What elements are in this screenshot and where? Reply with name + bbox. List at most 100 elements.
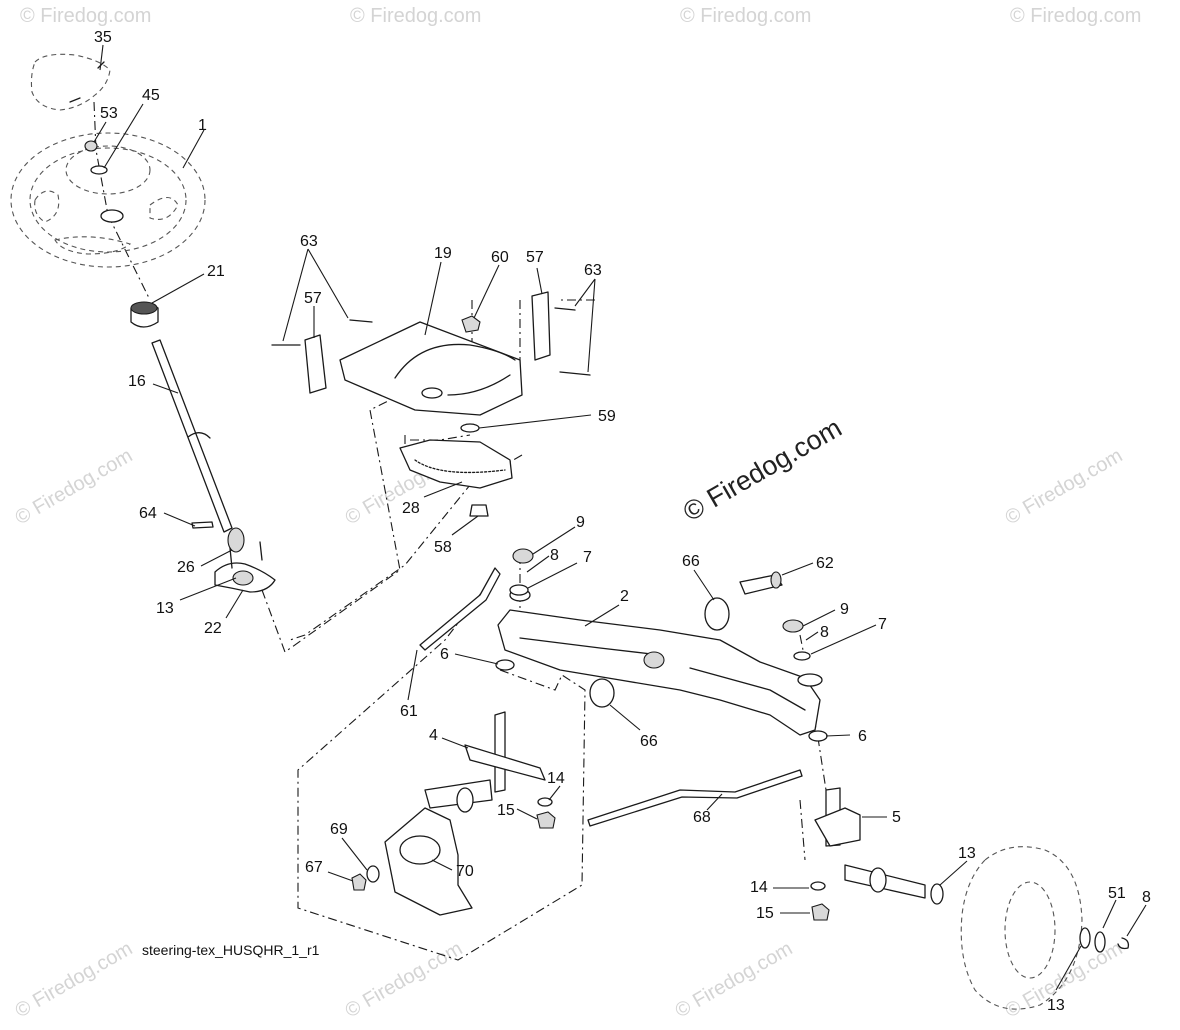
- washer-6-right: [808, 730, 828, 742]
- pedal-plate-opening: [399, 835, 441, 865]
- watermark: © Firedog.com: [12, 938, 137, 1023]
- steering-shaft-16: [151, 339, 233, 533]
- watermark: © Firedog.com: [1010, 5, 1141, 27]
- callout-4: 4: [429, 727, 438, 744]
- callout-63-left: 63: [300, 233, 318, 250]
- leader: [182, 129, 205, 169]
- callout-14-right: 14: [750, 879, 768, 896]
- bushing-13-right: [930, 883, 944, 905]
- washer-69: [366, 865, 380, 883]
- assembly-line-base-loop: [261, 399, 401, 653]
- leader: [693, 569, 715, 601]
- watermark: © Firedog.com: [672, 938, 797, 1023]
- leader: [781, 562, 814, 576]
- leader: [706, 793, 723, 811]
- support-plate: [271, 291, 591, 433]
- leader: [478, 414, 592, 429]
- assembly-lines: [93, 101, 827, 961]
- leader-lines: [93, 44, 1147, 991]
- steering-pinion: [227, 527, 245, 553]
- washer-53: [1094, 931, 1106, 953]
- front-axle-spindle-right: [797, 673, 823, 687]
- retaining-ring-8: [1117, 937, 1130, 950]
- steering-shaft: [130, 301, 276, 593]
- callout-9-left: 9: [576, 514, 585, 531]
- steering-gear-21-top: [130, 301, 158, 315]
- spindle-4-collar: [456, 787, 474, 813]
- leader: [1102, 899, 1117, 929]
- callout-51: 53: [100, 105, 118, 122]
- steering-cap: [30, 53, 111, 111]
- leader: [802, 609, 836, 627]
- leader: [200, 549, 233, 567]
- leader: [441, 737, 469, 749]
- callout-57-right: 57: [526, 249, 544, 266]
- callout-45: 45: [142, 87, 160, 104]
- leader: [1126, 904, 1147, 937]
- support-plate-19: [339, 321, 523, 416]
- pivot-hardware: [495, 548, 828, 742]
- callout-22: 22: [204, 620, 222, 637]
- washer-45: [90, 165, 108, 175]
- callout-8-wheel: 8: [1142, 889, 1151, 906]
- callouts: 35 53 45 1 21 16 64 26 13 22 63 57 19 60…: [94, 29, 1151, 1014]
- pivot-bolt-66-head: [770, 571, 782, 589]
- callout-70: 70: [456, 863, 474, 880]
- callout-6-right: 6: [858, 728, 867, 745]
- steering-wheel-rim-inner: [29, 147, 187, 253]
- leader: [423, 481, 463, 498]
- assembly-line-bracket: [404, 434, 471, 455]
- callout-59: 59: [598, 408, 616, 425]
- callout-67-upper: 66: [682, 553, 700, 570]
- leader: [179, 577, 237, 601]
- leader: [526, 555, 550, 573]
- leader: [99, 44, 104, 71]
- callout-7-left: 7: [583, 549, 592, 566]
- watermark-main: © Firedog.com: [678, 412, 847, 527]
- callout-2: 2: [620, 588, 629, 605]
- cap-9-left: [512, 548, 534, 564]
- watermark: © Firedog.com: [350, 5, 481, 27]
- callout-28: 26: [177, 559, 195, 576]
- leader: [527, 562, 578, 589]
- leader: [532, 526, 576, 555]
- callout-14-left: 14: [547, 770, 565, 787]
- front-axle-rib-1: [519, 637, 661, 656]
- steering-wheel-spoke-left: [34, 190, 60, 223]
- pin-64: [191, 521, 214, 529]
- callout-61: 61: [400, 703, 418, 720]
- sector-gear-teeth: [414, 459, 506, 474]
- leader: [225, 589, 244, 619]
- leader: [163, 512, 196, 527]
- callout-57-left: 57: [304, 290, 322, 307]
- bushing-67-upper: [704, 597, 730, 631]
- washer-7-right: [793, 651, 811, 661]
- steering-wheel: [10, 132, 206, 268]
- callout-5: 5: [892, 809, 901, 826]
- callout-16: 16: [128, 373, 146, 390]
- spindle-4-post: [494, 711, 506, 793]
- steering-shaft-break: [187, 432, 211, 439]
- leader: [424, 261, 442, 336]
- watermark: © Firedog.com: [1002, 445, 1127, 530]
- front-axle-2: [497, 609, 821, 736]
- assembly-line-column: [93, 101, 151, 301]
- bolt-58: [469, 504, 489, 517]
- callout-13-axle: 13: [958, 845, 976, 862]
- nut-15-right: [811, 903, 830, 921]
- callout-13-wheel: 13: [1047, 997, 1065, 1014]
- callout-21: 21: [207, 263, 225, 280]
- nut-51: [84, 140, 98, 152]
- leader: [103, 103, 144, 169]
- watermark: © Firedog.com: [20, 5, 151, 27]
- support-plate-hole: [421, 387, 443, 399]
- leader: [1055, 945, 1082, 991]
- leader: [151, 273, 205, 304]
- sector-gear-35: [399, 439, 513, 489]
- leader: [282, 248, 349, 342]
- callout-60: 60: [491, 249, 509, 266]
- spindle-4-arm: [464, 744, 546, 781]
- leader: [548, 785, 561, 801]
- callout-1: 1: [198, 117, 207, 134]
